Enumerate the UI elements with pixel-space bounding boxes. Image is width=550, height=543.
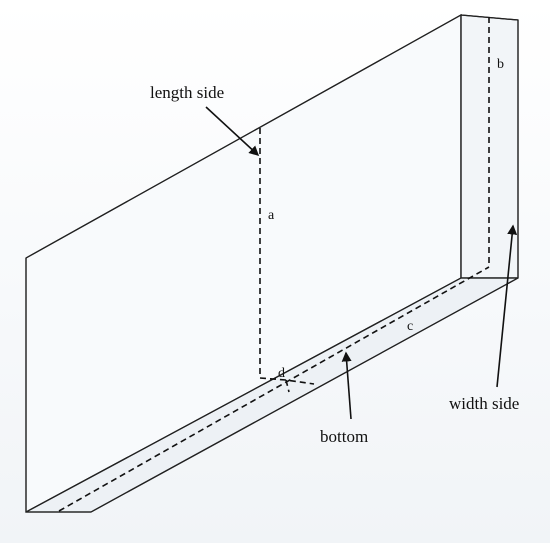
- width-guide-d-lower: [285, 379, 290, 393]
- bottom-label: bottom: [320, 427, 368, 446]
- dimension-d-label: d: [278, 366, 285, 381]
- bottom-arrow: [341, 351, 352, 420]
- callout-arrows: [205, 106, 518, 420]
- width-side-arrow: [496, 224, 518, 388]
- box-faces: [25, 13, 519, 514]
- dimension-guides: [58, 17, 490, 512]
- length-side-arrow: [205, 106, 260, 157]
- far-bottom-edge: [90, 277, 519, 513]
- box-edges: [25, 14, 519, 513]
- width-side-label: width side: [449, 394, 519, 413]
- length-side-label: length side: [150, 83, 224, 102]
- front-length-face: [25, 13, 462, 514]
- dimension-b-label: b: [497, 57, 504, 72]
- width-guide-d: [259, 377, 315, 385]
- dimension-a-label: a: [268, 208, 275, 223]
- length-guide-c: [58, 266, 490, 512]
- diagram-labels: length side width side bottom a b c d: [150, 57, 519, 446]
- dimension-c-label: c: [407, 319, 413, 334]
